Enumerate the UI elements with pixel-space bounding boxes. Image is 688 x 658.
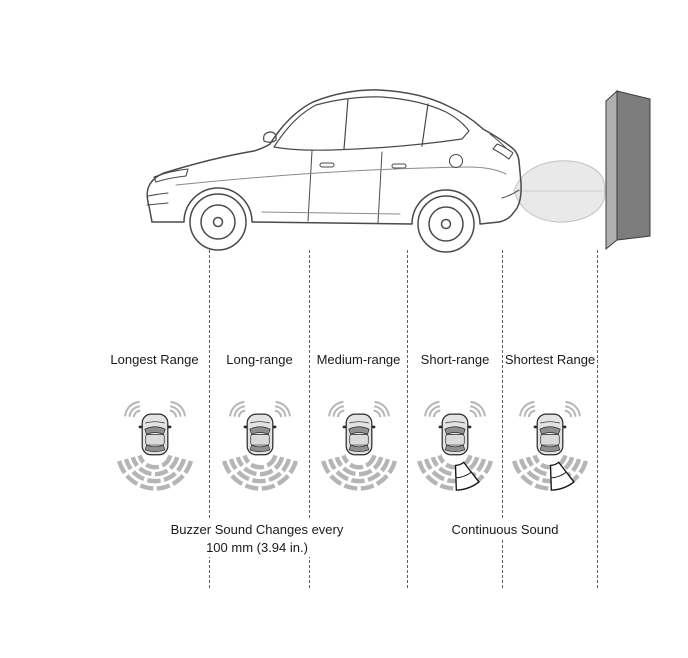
sensor-arcs [116,400,193,491]
buzzer-caption-line2: 100 mm (3.94 in.) [206,539,308,555]
zone-range-label: Medium-range [316,352,401,367]
zone-range-label: Longest Range [110,352,199,367]
car-top-body [138,413,171,456]
active-sensor-segment [454,461,480,491]
obstacle-wall-icon [605,89,651,251]
sensor-beam-icon [513,160,606,223]
car-top-sensor-icon [306,400,412,499]
active-sensor-segment [549,461,575,491]
detection-zone: Medium-range [310,250,408,588]
buzzer-caption-line1: Buzzer Sound Changes every [170,522,344,537]
sensor-arcs [320,400,397,491]
car-top-sensor-icon [207,400,313,499]
car-top-body [438,413,472,456]
car-top-body [243,413,276,456]
sedan-side-icon [146,89,522,253]
car-top-sensor-icon [497,400,603,499]
zones-row: Longest Range [100,250,598,588]
car-top-body [533,413,567,456]
car-top-body [342,413,375,456]
detection-zone: Longest Range [100,250,210,588]
zone-range-label: Long-range [226,352,293,367]
car-top-sensor-icon [102,400,208,499]
detection-zone: Long-range [210,250,310,588]
continuous-sound-caption: Continuous Sound [413,520,597,540]
zone-range-label: Shortest Range [504,352,596,367]
top-illustration [146,89,651,253]
detection-zone: Shortest Range [503,250,598,588]
detection-zone: Short-range [408,250,503,588]
car-top-sensor-icon [402,400,508,499]
sensor-arcs [221,400,298,491]
buzzer-sound-caption: Buzzer Sound Changes every 100 mm (3.94 … [135,520,379,558]
zone-range-label: Short-range [420,352,490,367]
